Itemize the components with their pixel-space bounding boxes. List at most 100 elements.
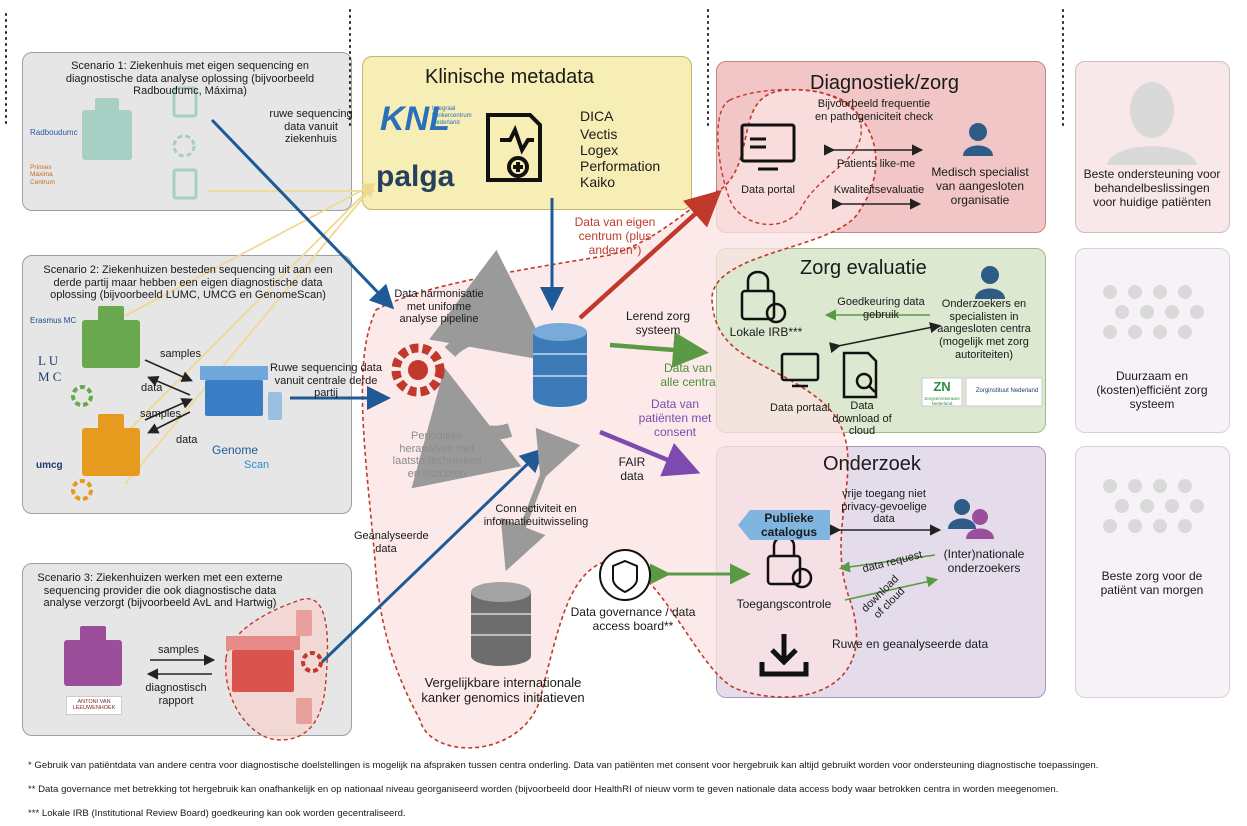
erasmus-logo: Erasmus MC: [30, 316, 77, 325]
genomescan-logo-2: Scan: [244, 459, 270, 471]
evaluatie-portal-label: Data portaal: [770, 402, 830, 414]
outcome-2: Duurzaam en (kosten)efficiënt zorg syste…: [1096, 369, 1208, 411]
footnote-2: ** Data governance met betrekking tot he…: [28, 784, 1059, 795]
central-database-icon: [533, 323, 587, 407]
governance-label: Data governance / data access board**: [570, 605, 696, 633]
own-centre-arrow: [578, 189, 722, 320]
zn-logo: ZN: [933, 379, 951, 394]
store-icon-red: [226, 636, 300, 692]
knl-logo: KNL: [380, 100, 450, 138]
lumc-logo-1: L U: [38, 353, 59, 368]
diag-quality-label: Kwaliteitsevaluatie: [833, 184, 925, 196]
radboud-logo: Radboudumc: [30, 128, 78, 137]
scenario2-panel: [22, 255, 352, 514]
hospital-icon-purple: [64, 626, 122, 686]
diagnostiek-blob: [717, 88, 862, 226]
hospital-icon-green: [82, 306, 140, 368]
specialist-person-icon: [963, 123, 993, 156]
palga-logo: palga: [376, 160, 455, 193]
connectivity-arrow: [500, 427, 581, 572]
outcome-3: Beste zorg voor de patiënt van morgen: [1100, 569, 1204, 597]
all-centres-label: Data van alle centra: [660, 361, 716, 389]
diagnostiek-title: Diagnostiek/zorg: [810, 72, 959, 94]
fair-label: FAIR data: [618, 455, 646, 483]
umcg-logo: umcg: [36, 460, 63, 471]
onderzoek-researchers-label: (Inter)nationale onderzoekers: [943, 547, 1025, 575]
samples-label-1: samples: [160, 348, 201, 360]
evaluatie-download-label: Data download of cloud: [832, 400, 892, 438]
zin-logo: Zorginstituut Nederland: [975, 388, 1039, 394]
scenario3-text: Scenario 3: Ziekenhuizen werken met een …: [37, 572, 283, 610]
panel-arrows: [824, 144, 942, 536]
scenario2-gear-icons: [71, 385, 323, 673]
outcome2-panel: [1075, 248, 1230, 433]
reanalysis-cycle: [429, 249, 553, 362]
onderzoek-title: Onderzoek: [823, 453, 921, 475]
evaluatie-title: Zorg evaluatie: [800, 257, 927, 279]
data-label-2: data: [176, 434, 198, 446]
genomescan-logo-1: Genome: [212, 443, 259, 457]
approval-label: Goedkeuring data gebruik: [837, 296, 925, 321]
diag-specialist-label: Medisch specialist van aangesloten organ…: [931, 165, 1029, 207]
irb-lock-icon: [740, 270, 787, 324]
catalogus-tag-icon: [738, 510, 830, 540]
patient-face-icon: [1107, 82, 1197, 165]
metadata-source-3: Performation: [580, 158, 661, 174]
researcher-person-icon: [975, 266, 1005, 299]
international-database-icon: [471, 582, 531, 666]
metadata-title: Klinische metadata: [425, 66, 594, 88]
metadata-source-1: Vectis: [580, 126, 618, 142]
scenario1-doc-icons: [172, 86, 198, 200]
exchange-arrows: [144, 359, 216, 680]
fair-arrow: [599, 429, 701, 477]
free-access-label: vrije toegang niet privacy-gevoelige dat…: [841, 488, 927, 526]
catalogus-label: Publieke catalogus: [760, 511, 817, 539]
diag-portal-label: Data portal: [741, 184, 795, 196]
store-icon-blue: [200, 366, 268, 416]
knl-logo-sub: Integraal kankercentrum Nederland: [432, 106, 472, 126]
evaluatie-researchers-label: Onderzoekers en specialisten in aangeslo…: [937, 298, 1031, 361]
hospital-icon-s1: [82, 98, 132, 160]
connectivity-label: Connectiviteit en informatieuitwisseling: [483, 503, 589, 528]
avl-logo: ANTONI VAN LEEUWENHOEK: [66, 696, 122, 715]
metadata-feed-lines: [124, 183, 376, 485]
comparable-label: Vergelijkbare internationale kanker geno…: [421, 675, 585, 705]
metadata-source-4: Kaiko: [580, 174, 616, 190]
raw-data-download-icon: [759, 634, 809, 677]
outcome-1: Beste ondersteuning voor behandelbesliss…: [1083, 167, 1221, 209]
scenario1-arrow-label: ruwe sequencing data vanuit ziekenhuis: [269, 108, 353, 146]
metadata-panel: [362, 56, 692, 210]
harmonisation-label: Data harmonisatie met uniforme analyse p…: [394, 288, 484, 326]
samples-label-2: samples: [140, 408, 181, 420]
data-portal-icon: [740, 123, 796, 171]
scenario2-text: Scenario 2: Ziekenhuizen besteden sequen…: [43, 264, 333, 302]
scenario3-report: diagnostisch rapport: [145, 682, 207, 707]
data-download-icon: [842, 351, 878, 399]
raw-data-label: Ruwe en geanalyseerde data: [832, 637, 989, 651]
outcome3-panel: [1075, 446, 1230, 698]
consent-label: Data van patiënten met consent: [638, 397, 712, 439]
scenario1-panel: [22, 52, 352, 211]
scenario-machine-icons: [268, 392, 312, 724]
geanalyseerde-data-label: Geanalyseerde data: [354, 530, 429, 555]
hospital-icon-orange: [82, 414, 140, 476]
access-label: Toegangscontrole: [736, 597, 832, 611]
metadata-source-2: Logex: [580, 142, 619, 158]
zn-logo-sub: Zorgverzekeraars Nederland: [924, 396, 960, 407]
learning-arrow: [609, 331, 709, 368]
own-centre-label: Data van eigen centrum (plus anderen*): [574, 215, 656, 257]
learning-label: Lerend zorg systeem: [625, 309, 691, 337]
population-icon-1: [1103, 285, 1204, 339]
scenario2-arrow-label: Ruwe sequencing data vanuit centrale der…: [270, 362, 382, 400]
metadata-source-0: DICA: [580, 108, 614, 124]
footnote-1: * Gebruik van patiëntdata van andere cen…: [28, 760, 1099, 771]
governance-shield-icon: [599, 549, 651, 601]
scenario1-text: Scenario 1: Ziekenhuis met eigen sequenc…: [65, 60, 315, 98]
dotted-separators: [5, 9, 1064, 127]
footnote-3: *** Lokale IRB (Institutional Review Boa…: [28, 808, 406, 819]
maxima-logo: Prinses Máxima Centrum: [30, 164, 55, 186]
data-label-1: data: [141, 382, 163, 394]
irb-label: Lokale IRB***: [729, 325, 803, 339]
diag-patients-label: Patients like-me: [836, 158, 916, 170]
